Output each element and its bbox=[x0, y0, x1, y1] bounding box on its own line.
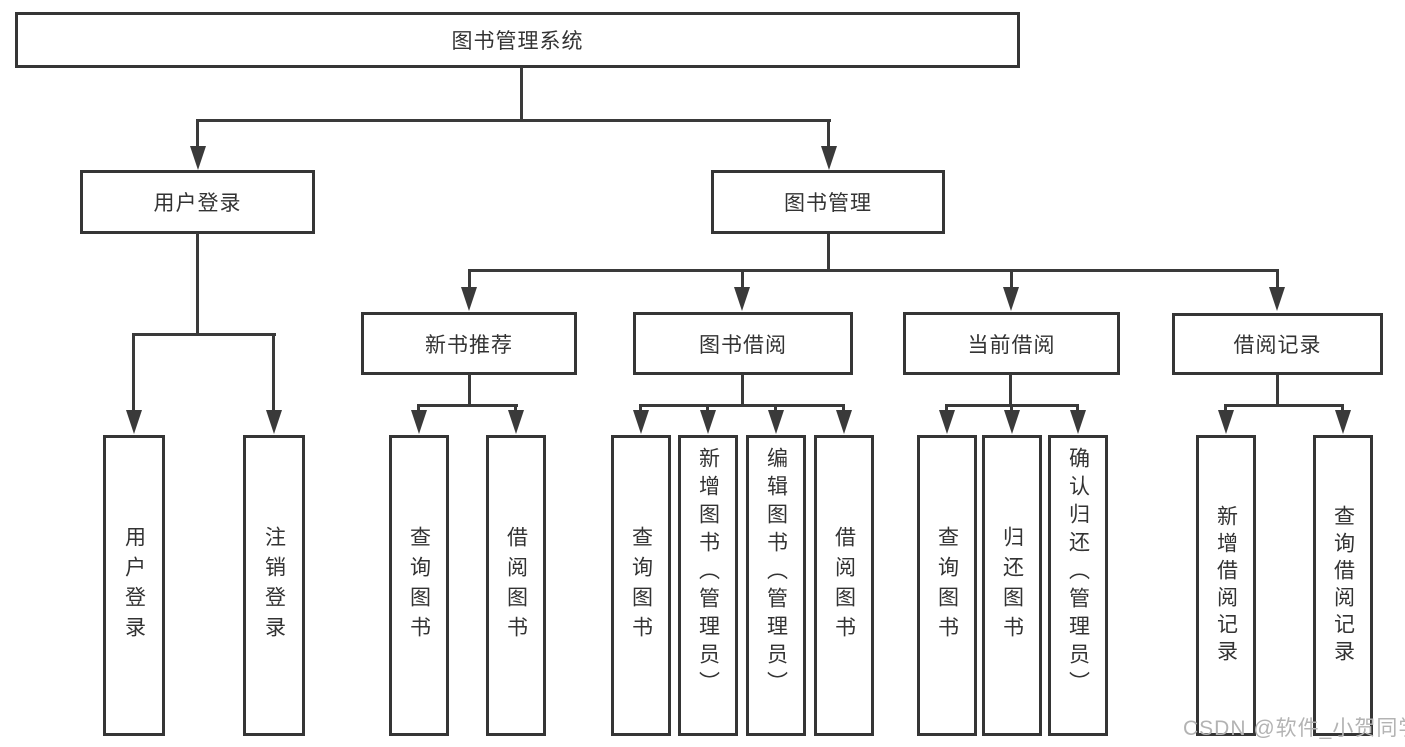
leaf-current-query-book: 查询图书 bbox=[917, 435, 977, 736]
connector-stem bbox=[706, 404, 709, 412]
node-label: 查询图书 bbox=[629, 525, 653, 646]
node-label: 新增图书（管理员） bbox=[696, 447, 720, 699]
arrow-down bbox=[821, 146, 837, 170]
arrow-down bbox=[700, 410, 716, 434]
arrow-down bbox=[266, 410, 282, 434]
leaf-user-login: 用户登录 bbox=[103, 435, 165, 736]
leaf-record-query-borrow-record: 查询借阅记录 bbox=[1313, 435, 1373, 736]
connector-current-vertical bbox=[1009, 374, 1012, 407]
node-label: 编辑图书（管理员） bbox=[764, 447, 788, 699]
connector-record-horizontal bbox=[1224, 404, 1344, 407]
leaf-borrow-edit-book-admin: 编辑图书（管理员） bbox=[746, 435, 806, 736]
arrow-down bbox=[939, 410, 955, 434]
connector-book-mgmt-vertical bbox=[827, 234, 830, 271]
connector-borrow-horizontal bbox=[639, 404, 845, 407]
arrow-down bbox=[1003, 287, 1019, 311]
arrow-down bbox=[1004, 410, 1020, 434]
connector-stem bbox=[741, 269, 744, 289]
node-label: 图书管理系统 bbox=[451, 30, 584, 53]
connector-stem bbox=[196, 119, 199, 149]
connector-recommend-vertical bbox=[468, 374, 471, 407]
arrow-down bbox=[734, 287, 750, 311]
connector-recommend-horizontal bbox=[417, 404, 518, 407]
arrow-down bbox=[1335, 410, 1351, 434]
connector-root-vertical bbox=[520, 67, 523, 120]
connector-stem bbox=[468, 269, 471, 289]
connector-stem bbox=[514, 404, 517, 412]
node-label: 用户登录 bbox=[153, 192, 242, 215]
connector-stem bbox=[1010, 404, 1013, 412]
node-current-borrow: 当前借阅 bbox=[903, 312, 1120, 375]
connector-record-vertical bbox=[1276, 375, 1279, 407]
connector-book-mgmt-horizontal bbox=[468, 269, 1279, 272]
node-user-login: 用户登录 bbox=[80, 170, 315, 234]
node-root-library-system: 图书管理系统 bbox=[15, 12, 1020, 68]
leaf-borrow-borrow-book: 借阅图书 bbox=[814, 435, 874, 736]
connector-stem bbox=[639, 404, 642, 412]
node-label: 当前借阅 bbox=[967, 333, 1056, 357]
arrow-down bbox=[1070, 410, 1086, 434]
arrow-down bbox=[1269, 287, 1285, 311]
node-label: 借阅记录 bbox=[1233, 334, 1322, 357]
connector-borrow-vertical bbox=[741, 374, 744, 407]
arrow-down bbox=[768, 410, 784, 434]
arrow-down bbox=[633, 410, 649, 434]
node-label: 新书推荐 bbox=[425, 333, 513, 357]
connector-user-login-horizontal bbox=[132, 333, 276, 336]
leaf-current-confirm-return-admin: 确认归还（管理员） bbox=[1048, 435, 1108, 736]
csdn-watermark: CSDN @软件_小贺同学 bbox=[1183, 717, 1405, 740]
leaf-recommend-query-book: 查询图书 bbox=[389, 435, 449, 736]
leaf-record-add-borrow-record: 新增借阅记录 bbox=[1196, 435, 1256, 736]
connector-stem bbox=[1076, 404, 1079, 412]
arrow-down bbox=[1218, 410, 1234, 434]
leaf-logout: 注销登录 bbox=[243, 435, 305, 736]
leaf-borrow-query-book: 查询图书 bbox=[611, 435, 671, 736]
node-label: 查询借阅记录 bbox=[1331, 504, 1355, 667]
node-label: 确认归还（管理员） bbox=[1066, 447, 1090, 699]
node-label: 用户登录 bbox=[122, 525, 146, 646]
arrow-down bbox=[508, 410, 524, 434]
connector-stem bbox=[1010, 269, 1013, 289]
connector-stem bbox=[1341, 404, 1344, 412]
connector-user-login-vertical bbox=[196, 233, 199, 336]
leaf-borrow-add-book-admin: 新增图书（管理员） bbox=[678, 435, 738, 736]
connector-stem bbox=[272, 333, 275, 412]
arrow-down bbox=[411, 410, 427, 434]
node-borrow-record: 借阅记录 bbox=[1172, 313, 1383, 375]
connector-stem bbox=[1276, 269, 1279, 289]
connector-stem bbox=[417, 404, 420, 412]
arrow-down bbox=[836, 410, 852, 434]
node-label: 借阅图书 bbox=[832, 525, 856, 646]
connector-root-horizontal bbox=[197, 119, 831, 122]
arrow-down bbox=[190, 146, 206, 170]
leaf-recommend-borrow-book: 借阅图书 bbox=[486, 435, 546, 736]
node-label: 借阅图书 bbox=[504, 525, 528, 646]
connector-stem bbox=[827, 119, 830, 149]
node-label: 新增借阅记录 bbox=[1214, 504, 1238, 667]
arrow-down bbox=[126, 410, 142, 434]
connector-stem bbox=[842, 404, 845, 412]
leaf-current-return-book: 归还图书 bbox=[982, 435, 1042, 736]
connector-stem bbox=[132, 333, 135, 412]
arrow-down bbox=[461, 287, 477, 311]
node-label: 图书管理 bbox=[784, 192, 872, 215]
node-label: 注销登录 bbox=[262, 525, 286, 646]
node-label: 图书借阅 bbox=[699, 333, 787, 357]
node-label: 查询图书 bbox=[935, 525, 959, 646]
connector-stem bbox=[1224, 404, 1227, 412]
connector-stem bbox=[774, 404, 777, 412]
node-label: 归还图书 bbox=[1000, 525, 1024, 646]
connector-stem bbox=[945, 404, 948, 412]
node-book-borrow: 图书借阅 bbox=[633, 312, 853, 375]
node-label: 查询图书 bbox=[407, 525, 431, 646]
node-book-management: 图书管理 bbox=[711, 170, 945, 234]
node-new-book-recommend: 新书推荐 bbox=[361, 312, 577, 375]
